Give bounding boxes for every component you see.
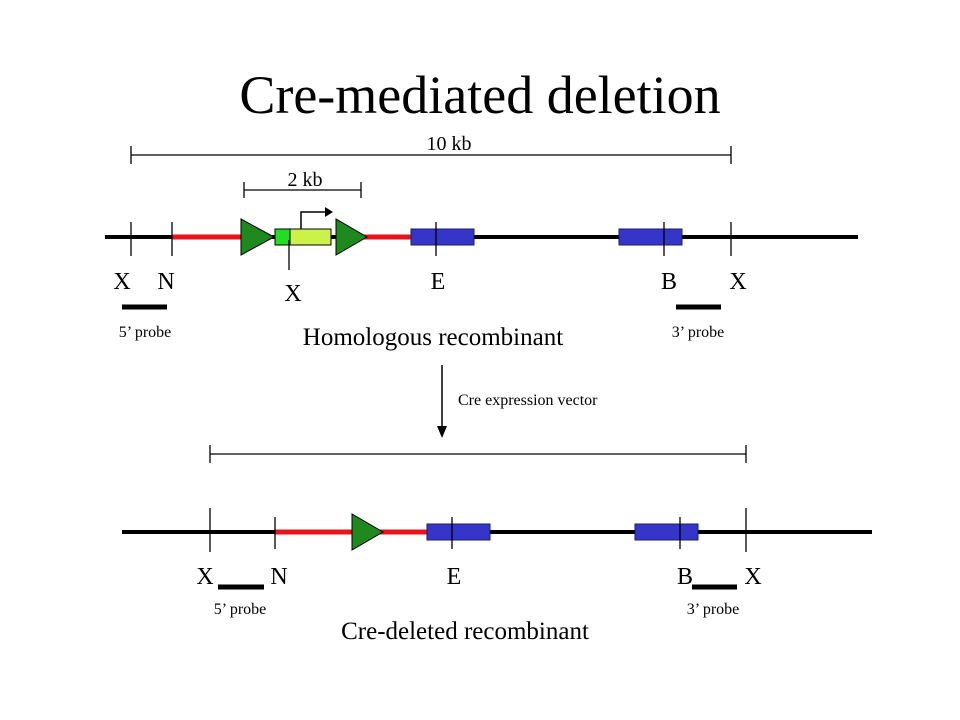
site-label-b: B	[677, 564, 693, 590]
scale-bar-2kb	[243, 182, 362, 198]
site-label-n: N	[157, 269, 174, 295]
exon-box	[618, 228, 683, 246]
probe-3-label: 3’ probe	[672, 324, 725, 341]
scale-label-2kb: 2 kb	[288, 169, 323, 191]
site-label-n: N	[270, 564, 287, 590]
site-label-b: B	[661, 269, 677, 295]
allele-caption: Cre-deleted recombinant	[341, 618, 589, 645]
site-label-x: X	[284, 281, 301, 307]
site-label-x: X	[113, 269, 130, 295]
site-label-e: E	[431, 269, 446, 295]
site-label-x: X	[744, 564, 761, 590]
probe-3-label: 3’ probe	[687, 601, 740, 618]
allele-caption: Homologous recombinant	[303, 324, 563, 351]
site-label-x: X	[196, 564, 213, 590]
exon-box	[410, 228, 475, 246]
marker-cassette-body	[289, 228, 332, 246]
site-label-x: X	[729, 269, 746, 295]
scale-bar-10kb	[130, 146, 732, 164]
scale-label-10kb: 10 kb	[427, 133, 472, 155]
loxp-triangle-icon	[351, 513, 384, 551]
cre-deleted-allele: X N E B X 5’ probe 3’ probe Cre-deleted …	[122, 445, 872, 645]
promoter-arrowhead-icon	[325, 207, 333, 217]
site-label-e: E	[447, 564, 462, 590]
exon-box	[634, 523, 699, 541]
exon-box	[426, 523, 491, 541]
probe-5-label: 5’ probe	[214, 601, 267, 618]
cre-expression-arrow	[437, 365, 447, 438]
promoter-arrow-icon	[300, 211, 327, 229]
homologous-recombinant-allele: 10 kb 2 kb	[105, 133, 858, 351]
restriction-site-ticks	[130, 222, 732, 270]
cre-arrow-label: Cre expression vector	[458, 392, 598, 409]
restriction-site-ticks	[209, 508, 747, 552]
diagram-title: Cre-mediated deletion	[239, 65, 720, 125]
marker-cassette-start	[274, 228, 291, 246]
span-bar	[209, 445, 747, 463]
loxp-triangle-icon	[335, 218, 368, 256]
probe-5-label: 5’ probe	[119, 324, 172, 341]
loxp-triangle-icon	[240, 218, 276, 256]
